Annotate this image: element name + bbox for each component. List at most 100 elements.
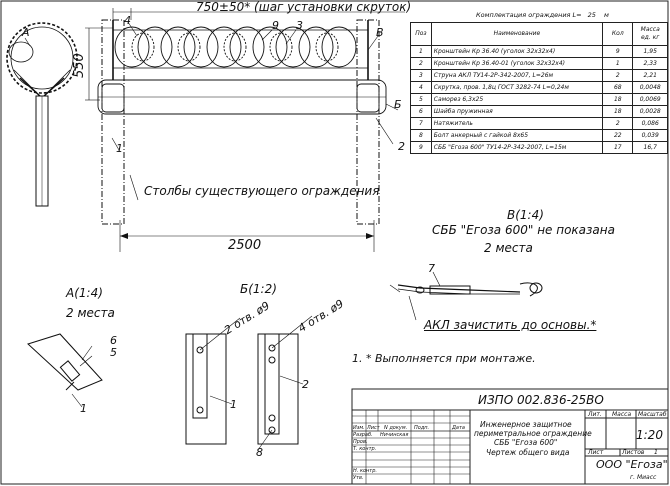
- tb-izm: Изм.: [353, 425, 365, 431]
- callout-3: 3: [296, 19, 303, 32]
- callout-1-main: 1: [116, 142, 123, 155]
- tb-nkontr: Н. контр.: [353, 468, 377, 474]
- spec-cell-pos: 6: [410, 105, 432, 118]
- detail-a-title: А(1:4): [66, 286, 103, 300]
- akl-note: АКЛ зачистить до основы.*: [424, 318, 597, 332]
- tb-city: г. Миасс: [630, 474, 657, 481]
- tb-company: ООО "Егоза": [596, 458, 668, 471]
- tb-list: Лист: [367, 425, 380, 431]
- spec-cell-qty: 1: [602, 57, 634, 70]
- tb-podp: Подп.: [414, 425, 430, 431]
- razor-coils: [114, 26, 357, 68]
- spec-title-text: Комплектация ограждения L=: [476, 11, 582, 19]
- razor-coil-side: [6, 22, 78, 94]
- detail-b-title: Б(1:2): [240, 282, 277, 296]
- tb-name-2: периметральное ограждение: [474, 429, 592, 438]
- detail-v-note-1: СББ "Егоза 600" не показана: [432, 223, 615, 237]
- callout-A: A: [22, 26, 30, 39]
- spec-cell-pos: 5: [410, 93, 432, 106]
- callout-9: 9: [272, 19, 279, 32]
- title-block-grid: [351, 388, 669, 485]
- top-dimension-label: 750±50* (шаг установки скруток): [196, 0, 412, 14]
- spec-cell-qty: 2: [602, 69, 634, 82]
- detail-b-callout-1: 1: [230, 398, 237, 411]
- spec-length-unit: м: [604, 11, 609, 19]
- spec-cell-qty: 22: [602, 129, 634, 142]
- spec-header-row: Поз Наименование Кол Масса ед. кг: [410, 22, 668, 46]
- spec-cell-name: Скрутка, пров. 1,8ц ГОСТ 3282-74 L=0,24м: [430, 81, 604, 94]
- detail-v-tensioner: [389, 271, 543, 321]
- spec-length-value: 25: [587, 11, 596, 19]
- spec-cell-mass: 0,0069: [632, 93, 668, 106]
- side-profile-view: [6, 22, 78, 207]
- tb-lit: Лит.: [588, 411, 602, 418]
- tb-scale-head: Масштаб: [638, 411, 667, 418]
- tb-scale: 1:20: [636, 428, 663, 442]
- spec-cell-pos: 1: [410, 45, 432, 58]
- front-view: [85, 8, 405, 252]
- spec-cell-name: Болт анкерный с гайкой 8х65: [430, 129, 604, 142]
- spec-cell-qty: 2: [602, 117, 634, 130]
- spec-cell-mass: 1,95: [632, 45, 668, 58]
- spec-cell-mass: 0,039: [632, 129, 668, 142]
- detail-b-callout-8: 8: [256, 446, 263, 459]
- tb-utv: Утв.: [353, 475, 364, 481]
- tb-tkontr: Т. контр.: [353, 446, 377, 452]
- detail-a-marker: [8, 41, 34, 63]
- existing-posts-label: Столбы существующего ограждения: [144, 184, 380, 198]
- spec-cell-name: Кронштейн Кр 36.40-01 (уголок 32х32х4): [430, 57, 604, 70]
- callout-B: Б: [394, 98, 402, 111]
- spec-cell-qty: 68: [602, 81, 634, 94]
- spec-cell-pos: 7: [410, 117, 432, 130]
- spec-header-mass: Масса ед. кг: [632, 22, 668, 46]
- detail-v-title: В(1:4): [507, 208, 544, 222]
- spec-cell-mass: 0,0048: [632, 81, 668, 94]
- spec-cell-mass: 16,7: [632, 141, 668, 154]
- callout-4: 4: [124, 14, 131, 27]
- spec-cell-pos: 3: [410, 69, 432, 82]
- spec-cell-name: СББ "Егоза 600" ТУ14-2Р-342-2007, L=15м: [430, 141, 604, 154]
- spec-cell-mass: 0,0028: [632, 105, 668, 118]
- spec-cell-name: Кронштейн Кр 36.40 (уголок 32х32х4): [430, 45, 604, 58]
- detail-a-callout-1: 1: [80, 402, 87, 415]
- tb-razrab: Разраб.: [353, 432, 373, 438]
- detail-v-callout-7: 7: [428, 262, 435, 275]
- tb-name-1: Инженерное защитное: [480, 420, 572, 429]
- tb-sheet: Лист: [588, 449, 604, 456]
- callout-2-main: 2: [398, 140, 405, 153]
- spec-header-pos: Поз: [410, 22, 432, 46]
- spec-cell-qty: 18: [602, 105, 634, 118]
- tb-ndok: N докум.: [384, 425, 408, 431]
- spec-cell-pos: 2: [410, 57, 432, 70]
- detail-v-note-2: 2 места: [484, 241, 533, 255]
- detail-a-places: 2 места: [66, 306, 115, 320]
- tb-sheets: Листов: [622, 449, 645, 456]
- height-dimension-label: 550: [72, 53, 87, 78]
- detail-a-callout-6: 6: [110, 334, 117, 347]
- spec-title: Комплектация ограждения L= 25 м: [476, 11, 609, 19]
- detail-b-callout-2: 2: [302, 378, 309, 391]
- tb-sheets-count: 1: [654, 449, 658, 456]
- spec-cell-name: Струна АКЛ ТУ14-2Р-342-2007, L=26м: [430, 69, 604, 82]
- tb-name-3: СББ "Егоза 600": [494, 438, 558, 447]
- detail-a-callout-5: 5: [110, 346, 117, 359]
- callout-V: В: [376, 26, 384, 39]
- spec-cell-name: Шайба пружинная: [430, 105, 604, 118]
- spec-header-qty: Кол: [602, 22, 634, 46]
- spec-cell-qty: 17: [602, 141, 634, 154]
- spec-cell-pos: 8: [410, 129, 432, 142]
- spec-cell-qty: 9: [602, 45, 634, 58]
- spec-cell-mass: 0,086: [632, 117, 668, 130]
- spec-cell-qty: 18: [602, 93, 634, 106]
- tb-data: Дата: [452, 425, 465, 431]
